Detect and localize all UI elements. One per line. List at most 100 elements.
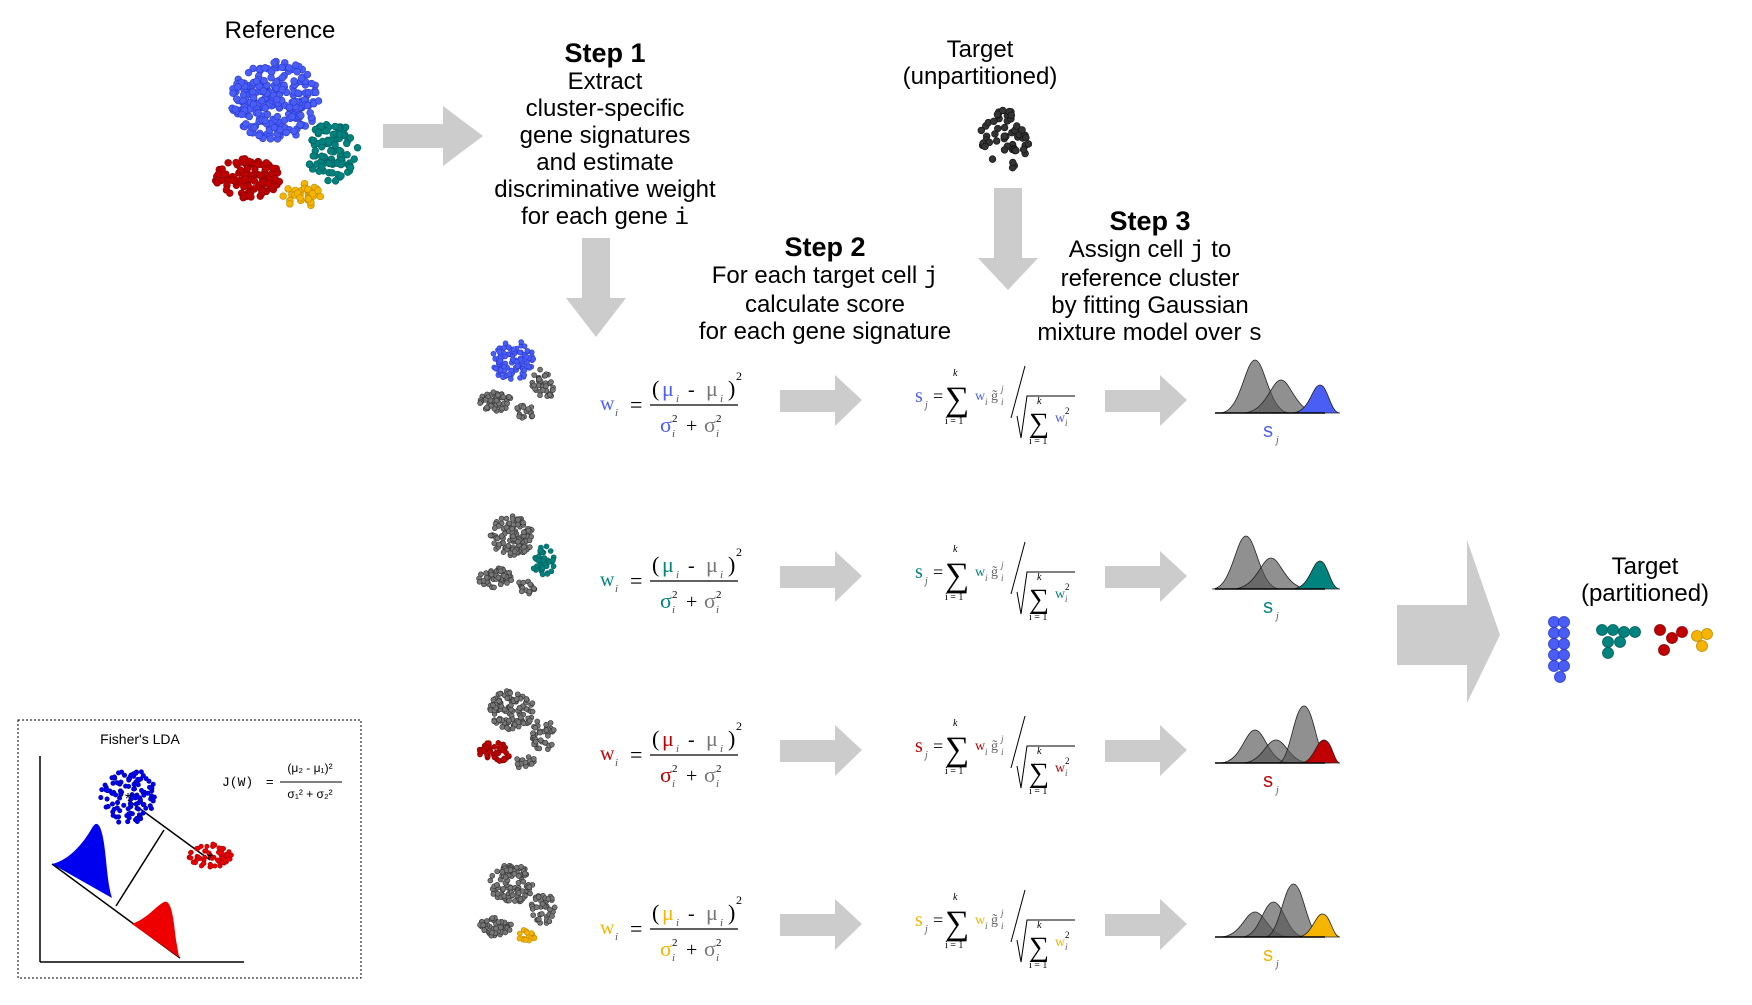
cell-dot <box>294 89 302 97</box>
cell-dot <box>1701 628 1713 640</box>
cell-dot <box>1691 630 1703 642</box>
cell-dot <box>532 738 539 745</box>
cell-dot <box>253 160 261 168</box>
cell-dot <box>531 585 537 592</box>
lda-blue-distribution <box>52 823 112 898</box>
exponent: 2 <box>736 369 742 383</box>
cell-dot <box>1558 627 1570 639</box>
sqrt-weight-exp: 2 <box>1065 930 1070 940</box>
plus-sign: + <box>686 591 697 613</box>
cell-dot <box>278 73 287 82</box>
score-equals: = <box>933 910 943 930</box>
cell-dot <box>346 134 355 142</box>
cell-dot <box>318 163 326 171</box>
cell-dot <box>1548 616 1560 628</box>
cell-dot <box>533 904 540 910</box>
target-cells <box>977 106 1033 172</box>
minus-sign: - <box>688 903 695 925</box>
sqrt-weight-sub: i <box>1065 768 1068 778</box>
cell-dot <box>202 854 208 860</box>
cell-dot <box>518 714 524 721</box>
sigma-rest-exp: 2 <box>716 589 722 601</box>
cell-dot <box>109 801 115 807</box>
step2-line2: calculate score <box>744 291 906 318</box>
cell-dot <box>296 194 304 202</box>
cell-dot <box>544 571 551 577</box>
cell-dot <box>250 124 258 132</box>
sqrt-sum-lower: i = 1 <box>1029 436 1047 447</box>
sqrt-weight-exp: 2 <box>1065 406 1070 416</box>
cell-dot <box>480 922 487 929</box>
paren-close: ) <box>728 726 735 751</box>
row-teal-group <box>529 718 557 752</box>
cell-dot <box>496 698 502 704</box>
mu-rest-subscript: i <box>720 393 723 405</box>
cell-dot <box>325 159 334 168</box>
cell-dot <box>507 867 514 873</box>
cell-dot <box>147 803 153 809</box>
cell-dot <box>137 796 143 802</box>
cell-dot <box>507 885 514 891</box>
cell-dot <box>497 358 504 364</box>
weight-equals: = <box>630 392 642 417</box>
cell-dot <box>297 74 306 82</box>
cell-dot <box>491 525 498 531</box>
cell-dot <box>224 159 232 167</box>
step1-line-1: cluster-specific <box>525 95 685 122</box>
cell-dot <box>521 367 528 374</box>
cell-dot <box>115 800 121 806</box>
sigma-exp: 2 <box>672 763 678 775</box>
cell-dot <box>992 137 1001 145</box>
step3-line4-prefix: mixture model over <box>1037 319 1242 346</box>
row-yellow-group <box>516 578 538 597</box>
target-partitioned-dots <box>1548 616 1713 683</box>
cell-dot <box>534 718 541 725</box>
sqrt-sum-upper: k <box>1037 396 1042 407</box>
cell-dot <box>496 717 502 723</box>
cell-dot <box>520 720 527 727</box>
step1-line-4: discriminative weight <box>494 176 716 203</box>
cell-dot <box>146 778 152 784</box>
cell-dot <box>140 810 146 816</box>
cell-dot <box>515 890 522 896</box>
cell-dot <box>550 727 557 733</box>
cell-dot <box>490 389 497 395</box>
cell-dot <box>1019 145 1028 154</box>
step1-line-5: for each gene i <box>455 203 755 232</box>
cell-dot <box>508 577 515 584</box>
cell-dot <box>504 695 511 702</box>
sqrt-sum-symbol: ∑ <box>1029 584 1049 615</box>
step3-line4: mixture model over s <box>1005 319 1295 348</box>
arrow-to-partitioned <box>1397 540 1500 703</box>
sum-gene-sub: i <box>1001 573 1004 583</box>
row-teal-group <box>530 543 557 578</box>
cell-dot <box>1596 624 1608 636</box>
cell-dot <box>278 85 286 94</box>
cell-dot <box>521 544 527 550</box>
cell-dot <box>529 708 536 715</box>
row-teal-group <box>529 366 556 399</box>
cell-dot <box>509 725 516 732</box>
row-arrow-head <box>1160 725 1187 776</box>
row-red-group <box>477 389 514 414</box>
cell-dot <box>207 861 213 867</box>
weight-subscript: i <box>615 583 618 595</box>
cell-dot <box>126 776 132 782</box>
cell-dot <box>1558 660 1570 672</box>
cell-dot <box>543 727 550 734</box>
row-arrow-shaft <box>1105 390 1160 412</box>
cell-dot <box>1000 146 1009 154</box>
cell-dot <box>520 529 527 536</box>
cell-dot <box>540 387 546 393</box>
sqrt-weight-sub: i <box>1065 942 1068 952</box>
sigma-subscript: i <box>672 952 675 964</box>
cell-dot <box>228 176 237 185</box>
paren-open: ( <box>652 552 659 577</box>
cell-dot <box>530 912 536 918</box>
row-arrow-shaft <box>780 740 835 762</box>
cell-dot <box>116 819 122 825</box>
